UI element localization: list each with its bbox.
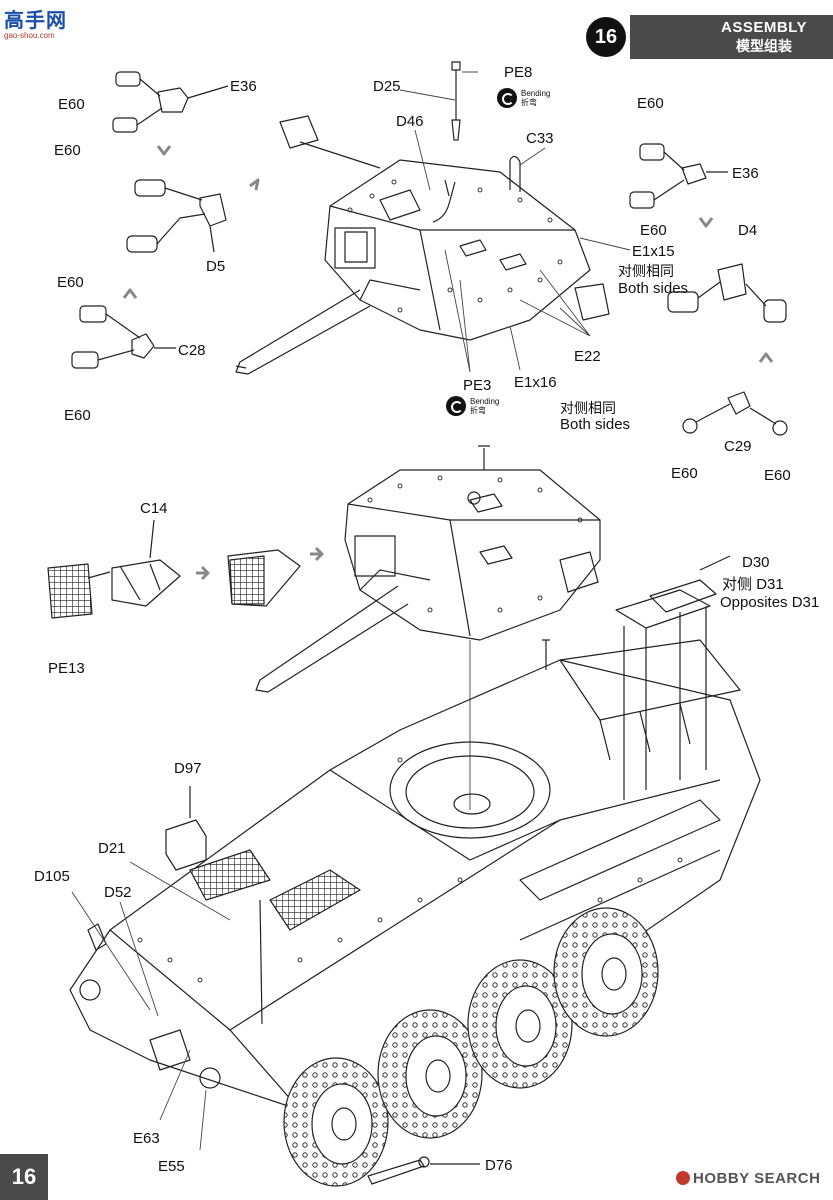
header-bar: ASSEMBLY 模型组装 xyxy=(630,15,833,59)
turret-upper xyxy=(235,61,610,375)
part-label: E55 xyxy=(158,1158,185,1175)
part-label: E60 xyxy=(64,407,91,424)
part-label: D52 xyxy=(104,884,132,901)
part-label: E60 xyxy=(637,95,664,112)
bending-icon xyxy=(497,88,517,108)
bending-icon xyxy=(446,396,466,416)
smoke-launcher-e36-right xyxy=(629,143,728,209)
part-label: D4 xyxy=(738,222,758,239)
part-label: E63 xyxy=(133,1130,160,1147)
smoke-launcher-d4-right xyxy=(667,263,787,323)
note-opposite-cn: 对侧 xyxy=(722,576,753,593)
part-label: D21 xyxy=(98,840,126,857)
note-both-sides-cn: 对侧相同 xyxy=(618,263,674,279)
site-logo: 高手网 gao-shou.com xyxy=(4,4,74,44)
part-label: E60 xyxy=(58,96,85,113)
bending-note-cn: 折弯 xyxy=(521,98,537,107)
bending-note-en: Bending xyxy=(521,89,551,98)
part-label: D105 xyxy=(34,868,70,885)
bracket-c14 xyxy=(111,519,181,607)
part-label: D76 xyxy=(485,1157,513,1174)
part-label: C28 xyxy=(178,342,206,359)
logo-url: gao-shou.com xyxy=(4,31,55,40)
wheel-4 xyxy=(553,907,659,1037)
part-label: E1x15 xyxy=(632,243,675,260)
part-label: D97 xyxy=(174,760,202,777)
part-label: E60 xyxy=(640,222,667,239)
part-label: D25 xyxy=(373,78,401,95)
part-label: E60 xyxy=(54,142,81,159)
part-label: C29 xyxy=(724,438,752,455)
smoke-launcher-c28-assembly xyxy=(71,305,176,369)
header-title: ASSEMBLY 模型组装 xyxy=(721,19,807,55)
note-opposite: 对侧 D31 xyxy=(722,576,784,593)
turret-assembled xyxy=(255,445,601,693)
wheel-1 xyxy=(283,1057,389,1187)
smoke-launcher-d5-assembly xyxy=(126,179,227,253)
smoke-launcher-c29-right xyxy=(682,391,788,436)
note-opposites-en: Opposites D31 xyxy=(720,594,820,611)
bending-note-cn: 折弯 xyxy=(470,406,486,415)
smoke-launcher-e36-assembly xyxy=(112,71,229,133)
part-label: D30 xyxy=(742,554,770,571)
part-label: E36 xyxy=(732,165,759,182)
wheel-3 xyxy=(467,959,573,1089)
bending-note-en: Bending xyxy=(470,397,500,406)
part-label: C14 xyxy=(140,500,168,517)
part-label: E60 xyxy=(764,467,791,484)
road-wheels xyxy=(283,907,659,1187)
part-label: D5 xyxy=(206,258,226,275)
bending-note: Bending 折弯 xyxy=(521,89,550,107)
part-label: E1x16 xyxy=(514,374,557,391)
part-label: E60 xyxy=(57,274,84,291)
vehicle-hull xyxy=(69,639,761,1111)
bending-note: Bending 折弯 xyxy=(470,397,499,415)
part-label: C33 xyxy=(526,130,554,147)
page-number: 16 xyxy=(0,1154,48,1200)
header-title-en: ASSEMBLY xyxy=(721,19,807,36)
hobby-search-logo-icon xyxy=(676,1171,690,1185)
note-both-sides-cn: 对侧相同 xyxy=(560,400,616,416)
part-label: PE13 xyxy=(48,660,85,677)
logo-text: 高手网 xyxy=(4,8,67,32)
part-label: D31 xyxy=(756,576,784,593)
note-both-sides-en: Both sides xyxy=(560,416,631,433)
wheel-2 xyxy=(377,1009,483,1139)
part-d76 xyxy=(367,1156,480,1185)
part-label: D46 xyxy=(396,113,424,130)
note-both-sides-en: Both sides xyxy=(618,280,689,297)
part-label: E60 xyxy=(671,465,698,482)
step-number-badge: 16 xyxy=(586,17,626,57)
hobby-search-watermark: HOBBY SEARCH xyxy=(676,1170,820,1187)
watermark-text: HOBBY SEARCH xyxy=(693,1170,821,1187)
mesh-screen-pe13 xyxy=(47,563,111,619)
header-title-cn: 模型组装 xyxy=(736,38,793,54)
part-label: E22 xyxy=(574,348,601,365)
mesh-screen-assembled xyxy=(227,549,301,607)
part-label: PE3 xyxy=(463,377,492,394)
part-label: PE8 xyxy=(504,64,533,81)
plate-d30 xyxy=(615,555,731,800)
part-label: E36 xyxy=(230,78,257,95)
